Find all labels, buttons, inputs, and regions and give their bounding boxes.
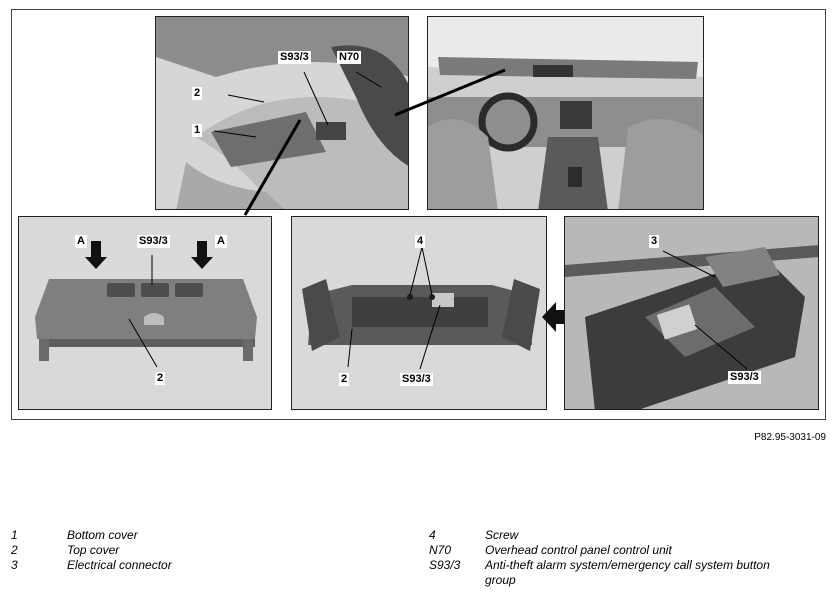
legend-item: N70 Overhead control panel control unit xyxy=(429,543,785,558)
callout-a-right: A xyxy=(215,235,227,248)
callout-2-bottom: 2 xyxy=(339,373,350,386)
panel-connector-closeup: 3 S93/3 xyxy=(564,216,819,410)
car-interior-drawing xyxy=(428,17,703,209)
legend-number: 4 xyxy=(429,528,436,542)
legend-left: 1 Bottom cover 2 Top cover 3 Electrical … xyxy=(11,528,367,573)
legend-number: 3 xyxy=(11,558,18,572)
callout-s93-3-cover: S93/3 xyxy=(137,235,170,248)
callout-a-left: A xyxy=(75,235,87,248)
arrow-left-icon xyxy=(542,302,568,332)
legend-number: N70 xyxy=(429,543,452,557)
legend-item: 2 Top cover xyxy=(11,543,367,558)
legend-number: 1 xyxy=(11,528,18,542)
legend-description: Anti-theft alarm system/emergency call s… xyxy=(485,558,770,587)
legend-description: Bottom cover xyxy=(67,528,138,542)
screw-icon xyxy=(407,294,413,300)
callout-2: 2 xyxy=(192,87,203,100)
callout-3: 3 xyxy=(649,235,660,248)
top-cover-drawing xyxy=(19,217,271,409)
panel-top-cover: A A S93/3 2 xyxy=(18,216,272,410)
callout-s93-3: S93/3 xyxy=(278,51,311,64)
legend-description: Overhead control panel control unit xyxy=(485,543,672,557)
arrow-a-right-icon xyxy=(191,241,213,269)
connector-lines xyxy=(243,68,506,216)
callout-4: 4 xyxy=(415,235,426,248)
connector-line-interior xyxy=(394,68,506,117)
callout-2-cover: 2 xyxy=(155,372,166,385)
legend-number: 2 xyxy=(11,543,18,557)
screw-icon xyxy=(429,294,435,300)
callout-s93-3-connector: S93/3 xyxy=(728,371,761,384)
panel-headliner-closeup: S93/3 N70 2 1 xyxy=(155,16,409,210)
legend-description: Electrical connector xyxy=(67,558,172,572)
legend-item: 1 Bottom cover xyxy=(11,528,367,543)
legend-number: S93/3 xyxy=(429,558,461,572)
panel-car-interior xyxy=(427,16,704,210)
document-reference: P82.95-3031-09 xyxy=(754,432,826,443)
callout-n70: N70 xyxy=(337,51,362,64)
legend-description: Screw xyxy=(485,528,519,542)
panel-bottom-cover: 4 2 S93/3 xyxy=(291,216,547,410)
legend-item: 4 Screw xyxy=(429,528,785,543)
legend-right: 4 Screw N70 Overhead control panel contr… xyxy=(429,528,785,588)
callout-s93-3-bottom: S93/3 xyxy=(400,373,433,386)
connector-closeup-drawing xyxy=(565,217,818,409)
arrow-a-left-icon xyxy=(85,241,107,269)
callout-1: 1 xyxy=(192,124,203,137)
connector-line-cover xyxy=(243,119,302,216)
legend-description: Top cover xyxy=(67,543,120,557)
legend-item: S93/3 Anti-theft alarm system/emergency … xyxy=(429,558,785,588)
legend-item: 3 Electrical connector xyxy=(11,558,367,573)
